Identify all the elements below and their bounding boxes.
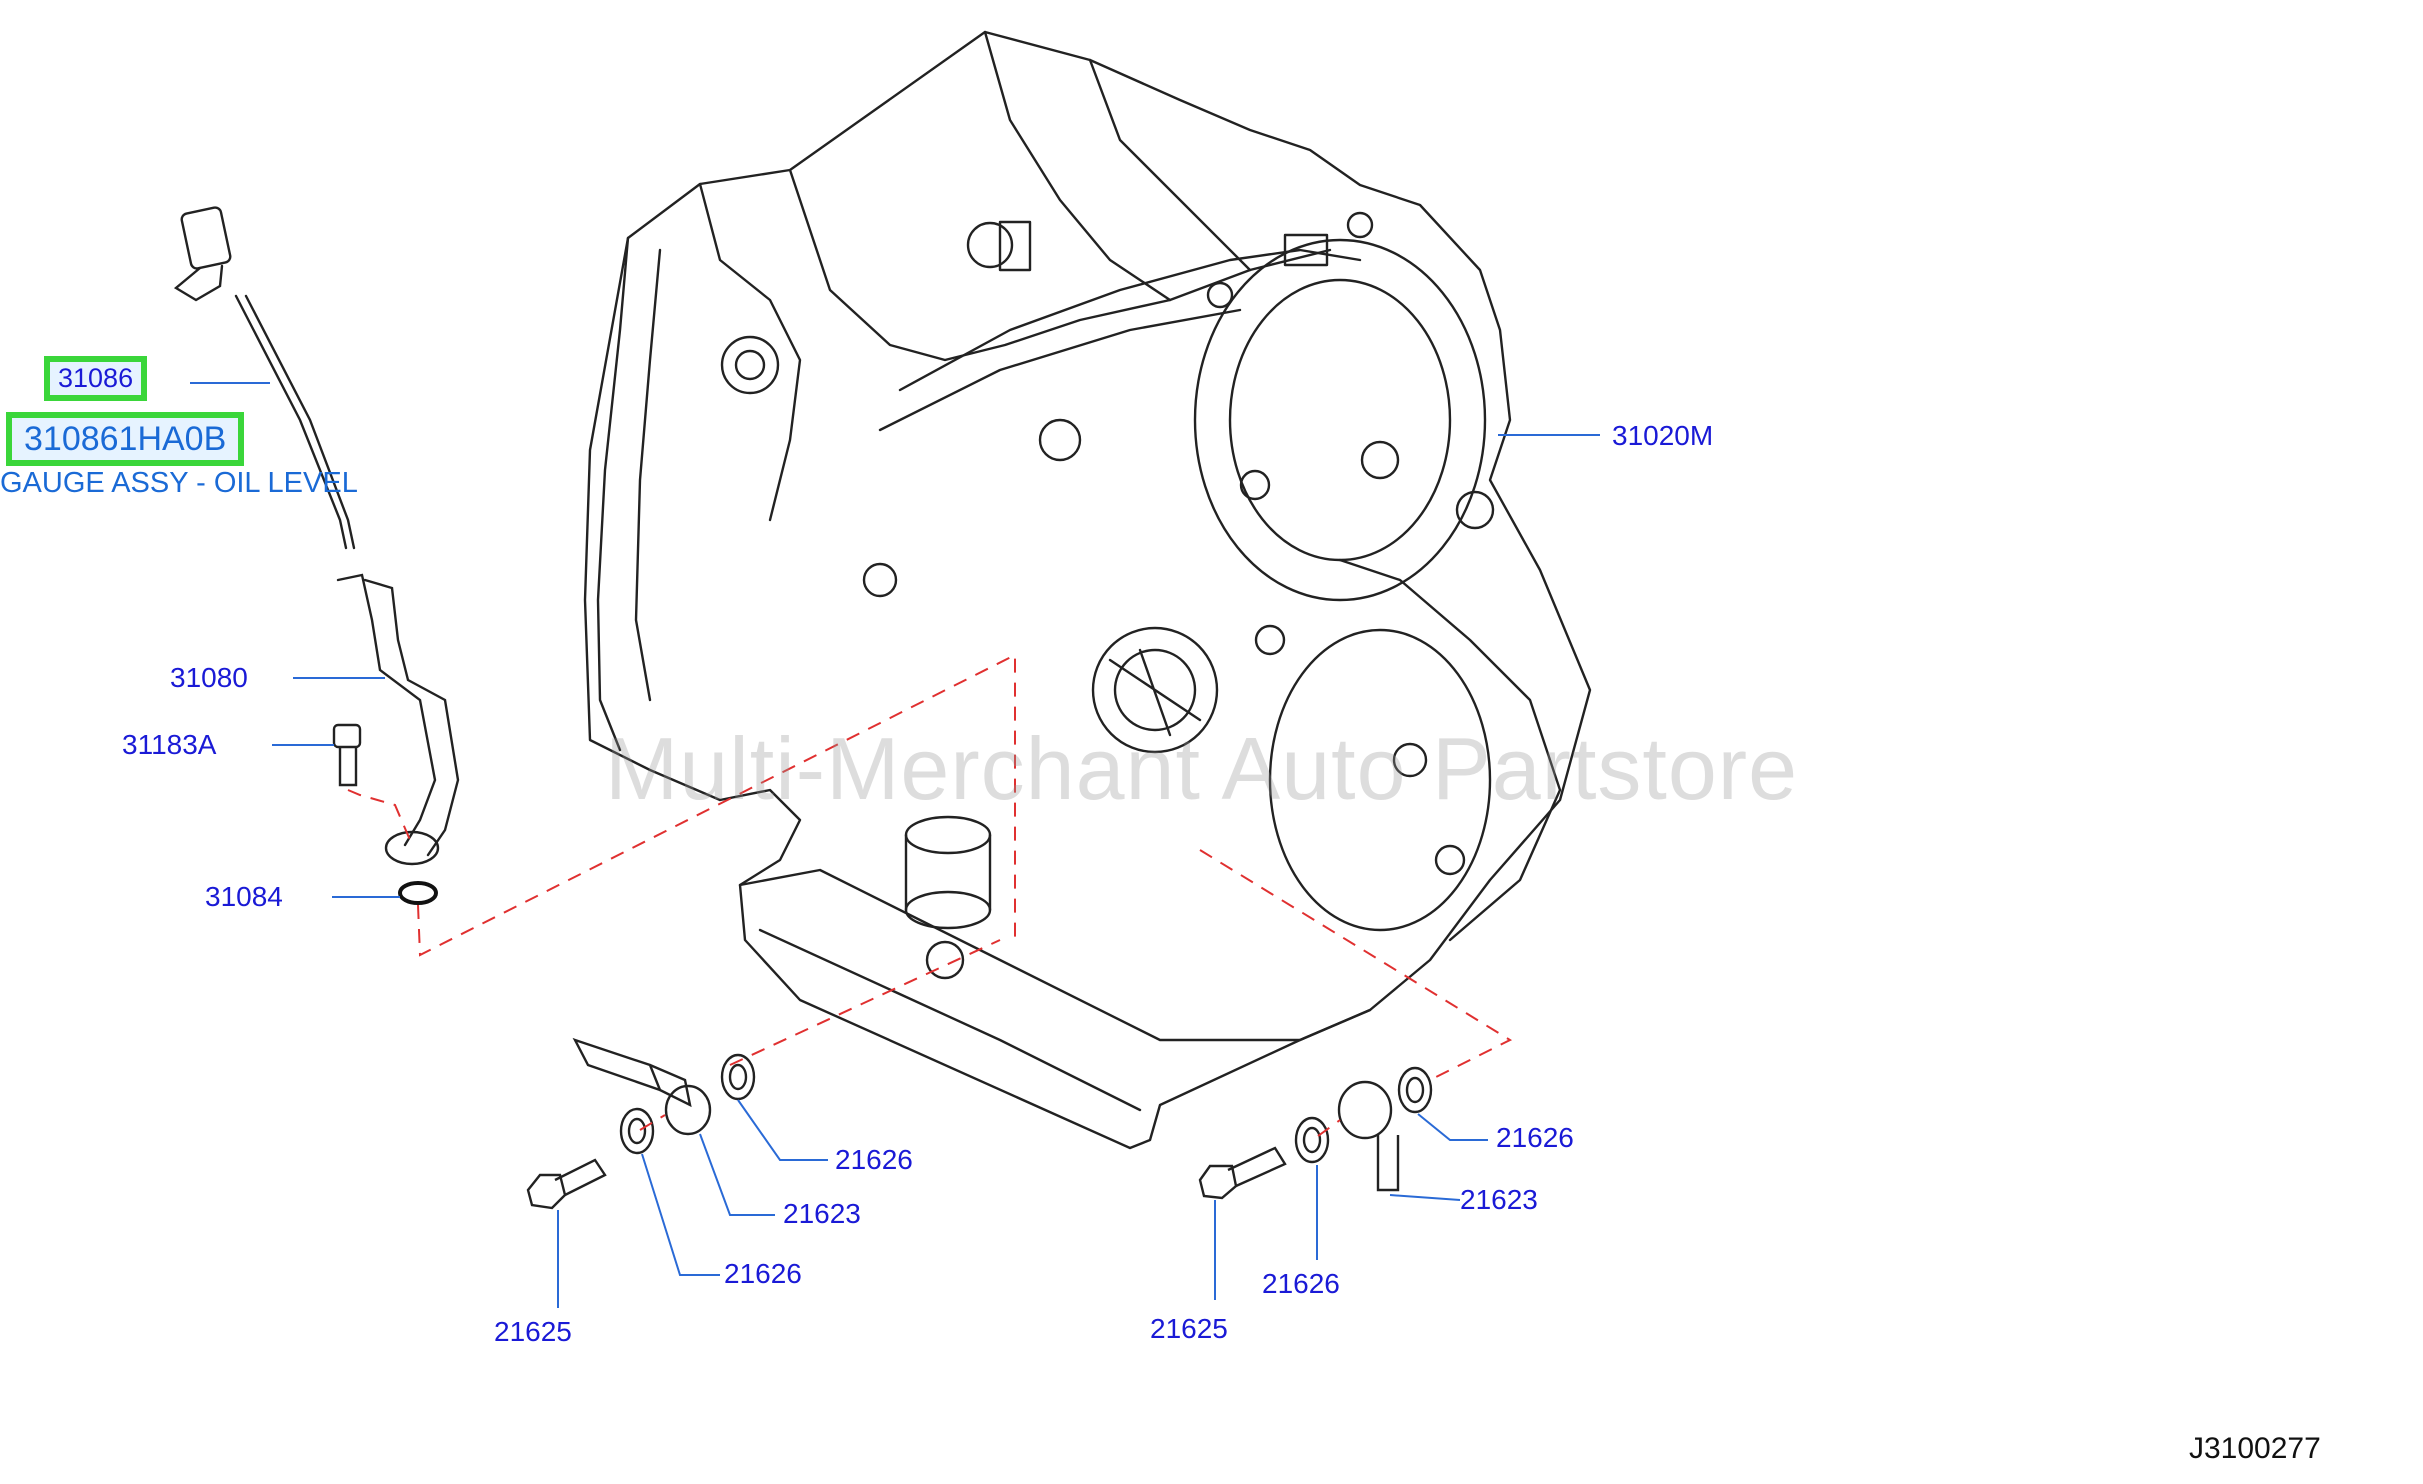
callout-right-21626-b[interactable]: 21626 — [1262, 1268, 1340, 1299]
callout-31020m[interactable]: 31020M — [1612, 420, 1714, 451]
callout-left-21625[interactable]: 21625 — [494, 1316, 572, 1347]
oil-level-gauge-drawing[interactable] — [173, 206, 356, 550]
callout-right-21625[interactable]: 21625 — [1150, 1313, 1228, 1344]
callout-31084[interactable]: 31084 — [205, 881, 283, 912]
right-banjo-fitting-drawing[interactable] — [1198, 1066, 1433, 1200]
callout-left-21626-b[interactable]: 21626 — [724, 1258, 802, 1289]
oil-gauge-tube-drawing[interactable] — [336, 573, 460, 866]
phantom-lines — [347, 653, 1513, 1137]
o-ring-31084-drawing[interactable] — [398, 881, 438, 905]
callout-31183a[interactable]: 31183A — [122, 729, 217, 760]
leader-lines — [190, 382, 1600, 1308]
callout-31086[interactable]: 31086 — [44, 356, 148, 401]
callout-31080[interactable]: 31080 — [170, 662, 248, 693]
gauge-description: GAUGE ASSY - OIL LEVEL — [0, 467, 358, 499]
left-banjo-fitting-drawing[interactable] — [526, 1037, 756, 1210]
bolt-31183a-drawing[interactable] — [332, 723, 362, 787]
diagram-reference-code: J3100277 — [2189, 1432, 2321, 1465]
transaxle-assembly-drawing[interactable] — [583, 30, 1592, 1150]
callout-left-21626-a[interactable]: 21626 — [835, 1144, 913, 1175]
callout-right-21626-a[interactable]: 21626 — [1496, 1122, 1574, 1153]
callout-310861ha0b[interactable]: 310861HA0B — [6, 412, 245, 466]
callout-left-21623[interactable]: 21623 — [783, 1198, 861, 1229]
callout-right-21623[interactable]: 21623 — [1460, 1184, 1538, 1215]
